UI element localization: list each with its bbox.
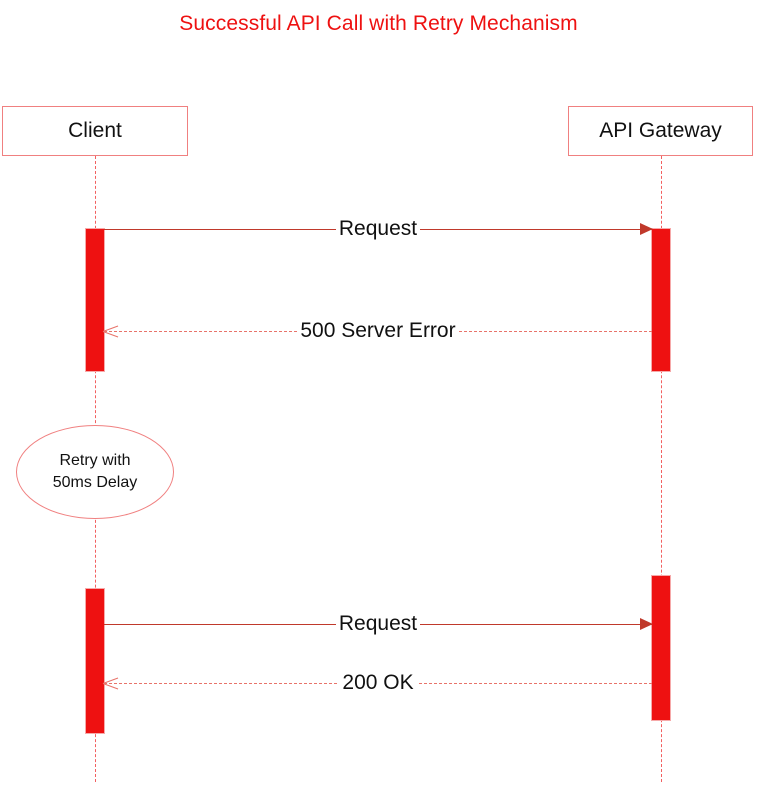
- message-label-wrapper: Request: [104, 214, 652, 244]
- message-label-200-ok: 200 OK: [339, 671, 417, 694]
- note-line-2: 50ms Delay: [52, 474, 138, 491]
- activation-bar-gateway-2: [651, 575, 671, 721]
- participant-box-client[interactable]: Client: [2, 106, 188, 156]
- message-label-wrapper: 500 Server Error: [104, 316, 652, 346]
- arrow-right-filled-icon: [640, 618, 653, 630]
- message-label-request-1: Request: [335, 217, 421, 240]
- participant-label-client: Client: [68, 119, 122, 142]
- message-request-1[interactable]: Request: [104, 214, 653, 244]
- activation-bar-client-1: [85, 228, 105, 372]
- activation-bar-client-2: [85, 588, 105, 734]
- activation-bar-gateway-1: [651, 228, 671, 372]
- message-label-request-2: Request: [335, 612, 421, 635]
- message-label-500-server-error: 500 Server Error: [297, 319, 459, 342]
- note-line-1: Retry with: [59, 452, 131, 469]
- message-request-2[interactable]: Request: [104, 609, 653, 639]
- note-retry-ellipse[interactable]: Retry with 50ms Delay: [16, 425, 174, 519]
- message-500-server-error[interactable]: 500 Server Error: [104, 316, 652, 346]
- message-200-ok[interactable]: 200 OK: [104, 668, 652, 698]
- message-label-wrapper: Request: [104, 609, 652, 639]
- participant-box-gateway[interactable]: API Gateway: [568, 106, 753, 156]
- arrow-right-filled-icon: [640, 223, 653, 235]
- participant-label-gateway: API Gateway: [599, 119, 722, 142]
- page-title: Successful API Call with Retry Mechanism: [179, 12, 578, 35]
- message-label-wrapper: 200 OK: [104, 668, 652, 698]
- lifeline-gateway: [661, 156, 662, 782]
